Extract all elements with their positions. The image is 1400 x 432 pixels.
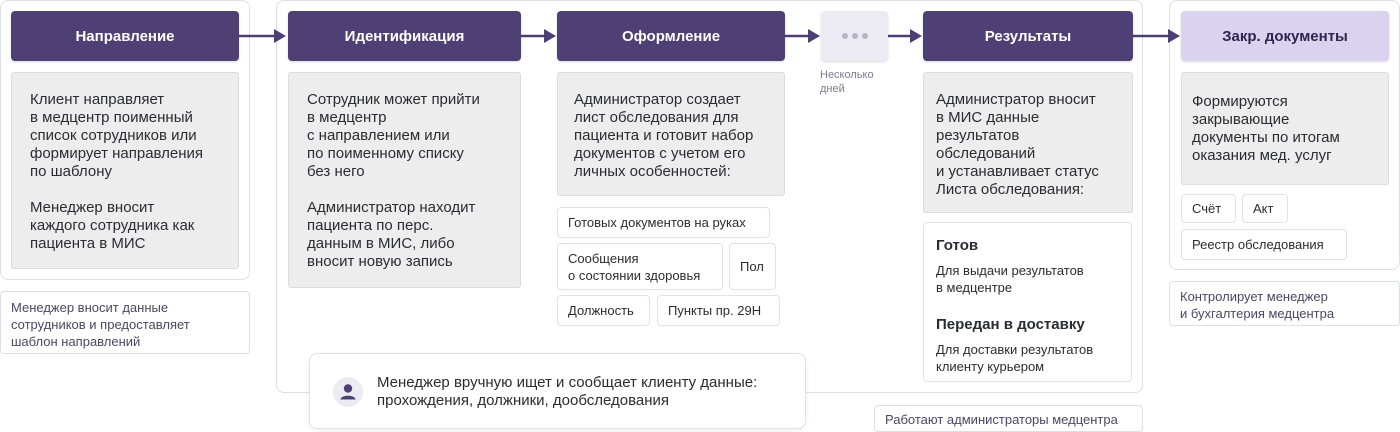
identifikaciya-text-1: Сотрудник может прийти в медцентр с напр…	[307, 91, 480, 180]
status-delivery-desc: Для доставки результатов клиенту курьеро…	[936, 342, 1094, 374]
dot-icon	[841, 33, 848, 39]
days-caption: Несколько дней	[820, 69, 874, 95]
oformlenie-text: Администратор создает лист обследования …	[574, 91, 754, 180]
manager-text: Менеджер вручную ищет и сообщает клиенту…	[377, 374, 758, 409]
step-label: Идентификация	[344, 27, 465, 45]
rezultaty-card: Администратор вносит в МИС данные резуль…	[923, 72, 1133, 213]
user-icon	[340, 384, 356, 400]
zakr-text: Формируются закрывающие документы по ито…	[1192, 93, 1340, 164]
chip-schet: Счёт	[1181, 194, 1236, 223]
manager-box: Менеджер вручную ищет и сообщает клиенту…	[309, 353, 806, 429]
zakr-card: Формируются закрывающие документы по ито…	[1181, 72, 1389, 185]
chip-akt: Акт	[1242, 194, 1288, 223]
step-rezultaty: Результаты	[923, 11, 1133, 61]
rezultaty-text: Администратор вносит в МИС данные резуль…	[936, 91, 1099, 198]
napravlenie-note: Менеджер вносит данные сотрудников и пре…	[0, 291, 250, 354]
step-oformlenie: Оформление	[557, 11, 785, 61]
chip-gender: Пол	[729, 243, 776, 290]
step-identifikaciya: Идентификация	[288, 11, 521, 61]
step-dots	[821, 11, 888, 61]
step-label: Результаты	[984, 27, 1072, 45]
chip-position: Должность	[557, 295, 650, 326]
admins-note: Работают администраторы медцентра	[874, 405, 1143, 432]
step-napravlenie: Направление	[11, 11, 239, 61]
status-delivery-title: Передан в доставку	[936, 316, 1085, 333]
identifikaciya-text-2: Администратор находит пациента по перс. …	[307, 199, 476, 270]
chip-ready-docs: Готовых документов на руках	[557, 207, 770, 238]
rezultaty-status-box: Готов Для выдачи результатов в медцентре…	[923, 222, 1132, 382]
identifikaciya-card: Сотрудник может прийти в медцентр с напр…	[288, 72, 521, 288]
status-ready-title: Готов	[936, 237, 979, 254]
zakr-note: Контролирует менеджер и бухгалтерия медц…	[1169, 281, 1400, 326]
step-label: Направление	[75, 27, 175, 45]
dot-icon	[851, 33, 858, 39]
napravlenie-text-1: Клиент направляет в медцентр поименный с…	[30, 91, 204, 180]
oformlenie-card: Администратор создает лист обследования …	[557, 72, 785, 196]
step-zakr-dokumenty: Закр. документы	[1181, 11, 1389, 61]
step-label: Оформление	[621, 27, 721, 45]
napravlenie-card: Клиент направляет в медцентр поименный с…	[11, 72, 239, 269]
dot-icon	[861, 33, 868, 39]
napravlenie-text-2: Менеджер вносит каждого сотрудника как п…	[30, 199, 195, 252]
chip-health: Сообщения о состоянии здоровья	[557, 243, 723, 290]
avatar	[333, 377, 363, 407]
chip-points: Пункты пр. 29Н	[657, 295, 780, 326]
chip-reestr: Реестр обследования	[1181, 229, 1347, 260]
step-label: Закр. документы	[1222, 27, 1348, 45]
status-ready-desc: Для выдачи результатов в медцентре	[936, 263, 1084, 295]
